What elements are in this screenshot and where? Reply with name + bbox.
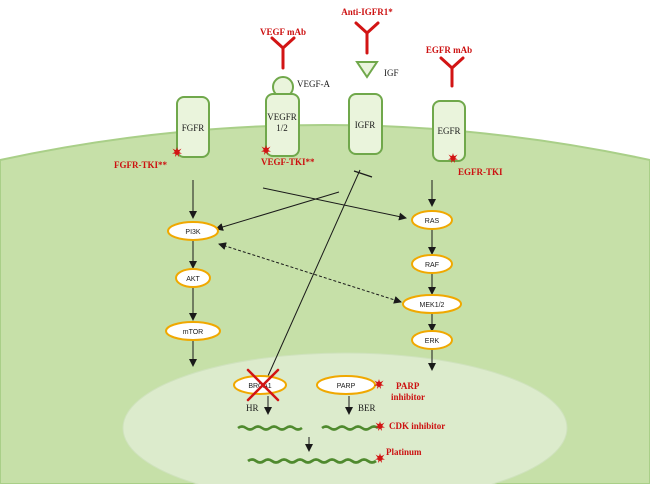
vegfr-label-line2: 1/2 <box>276 123 288 133</box>
vegfr-receptor <box>265 93 300 157</box>
fgfr-tki-label: FGFR-TKI** <box>114 160 167 170</box>
vegfr-label-line1: VEGFR <box>267 112 297 122</box>
node-ras-label: RAS <box>425 218 440 225</box>
egfr-label: EGFR <box>437 126 460 136</box>
node-erk-label: ERK <box>425 338 440 345</box>
signaling-arrows <box>189 169 436 452</box>
dna-strand-right <box>321 425 379 431</box>
egfr-receptor <box>432 100 466 162</box>
vegf-tki-label: VEGF-TKI** <box>261 157 315 167</box>
node-mtor-label: mTOR <box>183 329 203 336</box>
cdk-inhibitor-label: CDK inhibitor <box>389 421 445 431</box>
egfr-antibody-icon <box>439 56 465 88</box>
node-akt-label: AKT <box>186 276 200 283</box>
fgfr-label: FGFR <box>182 123 205 133</box>
igfr-receptor <box>348 93 383 155</box>
parp-inhibitor-label-line1: PARP <box>396 381 420 391</box>
node-mek <box>402 294 462 314</box>
egfr-mab-label: EGFR mAb <box>426 45 472 55</box>
hr-label: HR <box>246 403 259 413</box>
anti-igfr1-antibody-icon <box>354 21 380 55</box>
node-raf-label: RAF <box>425 262 439 269</box>
node-ras <box>411 210 453 230</box>
dna-strand-left <box>237 425 303 431</box>
vegfa-label: VEGF-A <box>297 79 330 89</box>
parp-inhibitor-label-line2: inhibitor <box>391 392 425 402</box>
node-erk <box>411 330 453 350</box>
egfr-tki-label: EGFR-TKI <box>458 167 503 177</box>
anti-igfr1-label: Anti-IGFR1* <box>341 7 393 17</box>
ber-label: BER <box>358 403 376 413</box>
fgfr-receptor <box>176 96 210 158</box>
node-parp-label: PARP <box>337 383 356 390</box>
node-brca1 <box>233 375 287 395</box>
node-pi3k <box>167 221 219 241</box>
igfr-label: IGFR <box>355 120 376 130</box>
igf-ligand-icon <box>355 61 379 79</box>
igf-label: IGF <box>384 68 399 78</box>
node-pi3k-label: PI3K <box>185 229 201 236</box>
node-raf <box>411 254 453 274</box>
platinum-label: Platinum <box>386 447 422 457</box>
vegf-antibody-icon <box>270 36 296 70</box>
node-mek-label: MEK1/2 <box>420 302 445 309</box>
brca1-deleted-cross-icon <box>246 368 280 402</box>
dna-strand-bottom <box>247 458 377 464</box>
vegf-mab-label: VEGF mAb <box>260 27 306 37</box>
node-mtor <box>165 321 221 341</box>
node-akt <box>175 268 211 288</box>
